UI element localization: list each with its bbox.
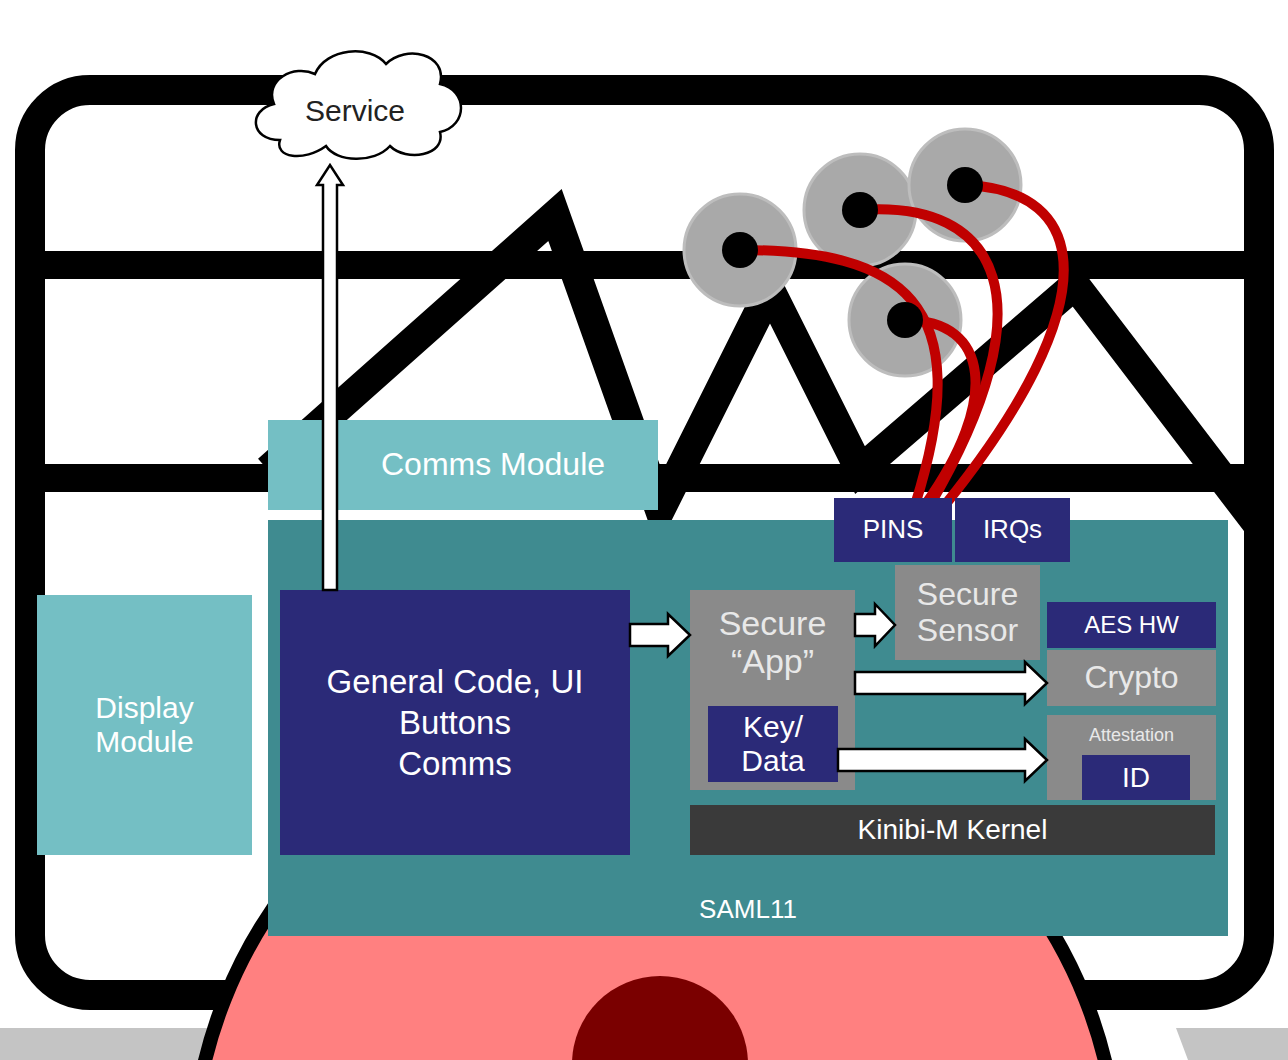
block-arrow [630, 614, 690, 656]
pin-box: PINS [834, 498, 952, 562]
kernel-bar: Kinibi-M Kernel [690, 805, 1215, 855]
node-label: SAML11 [699, 895, 797, 924]
key-data-box: Key/ Data [708, 706, 838, 782]
sensor-cable [740, 250, 938, 505]
electrode-dot [947, 167, 983, 203]
node-label: Comms [398, 743, 512, 784]
node-label: Key/ Data [741, 710, 804, 777]
chip-box: SAML11PINSIRQsGeneral Code, UIButtonsCom… [268, 520, 1228, 936]
secure-app-box: Secure “App” Key/ Data [690, 590, 855, 790]
sensor-pad [849, 264, 961, 376]
module-box: Display Module [37, 595, 252, 855]
block-arrow [855, 604, 895, 646]
node-label: Buttons [399, 702, 511, 743]
sensor-cable [905, 320, 976, 505]
module-box: Comms Module [268, 420, 658, 510]
node-label: General Code, UI [327, 661, 584, 702]
sensor-pad [909, 129, 1021, 241]
stand-right [1176, 1028, 1288, 1060]
node-label: Display Module [95, 691, 193, 758]
attestation-box: AttestationID [1047, 715, 1216, 800]
electrode-dot [722, 232, 758, 268]
electrode-dot [842, 192, 878, 228]
node-label: Crypto [1084, 660, 1178, 696]
block-arrow [838, 739, 1047, 781]
id-box: ID [1082, 755, 1190, 800]
node-label: ID [1122, 762, 1150, 793]
secure-sensor-box: Secure Sensor [895, 565, 1040, 660]
crypto-box: Crypto [1047, 650, 1216, 706]
monitor-frame [30, 90, 1259, 995]
node-label: IRQs [983, 515, 1042, 544]
irq-box: IRQs [955, 498, 1070, 562]
node-label: Attestation [1089, 725, 1174, 745]
node-label: Secure Sensor [917, 577, 1018, 649]
node-label: Secure “App” [719, 604, 827, 680]
node-label: Kinibi-M Kernel [858, 814, 1048, 845]
cloud-service: Service [240, 40, 470, 165]
electrode-dot [887, 302, 923, 338]
node-label: AES HW [1084, 612, 1179, 639]
code-box: General Code, UIButtonsComms [280, 590, 630, 855]
cloud-outline [256, 51, 461, 158]
node-label: Service [305, 94, 405, 128]
block-arrow [317, 165, 343, 590]
aes-box: AES HW [1047, 602, 1216, 648]
block-arrow [855, 662, 1047, 704]
node-label: PINS [863, 515, 924, 544]
dark-red-circle [572, 976, 748, 1060]
node-label: Comms Module [381, 447, 605, 483]
stand-left [0, 1028, 218, 1060]
